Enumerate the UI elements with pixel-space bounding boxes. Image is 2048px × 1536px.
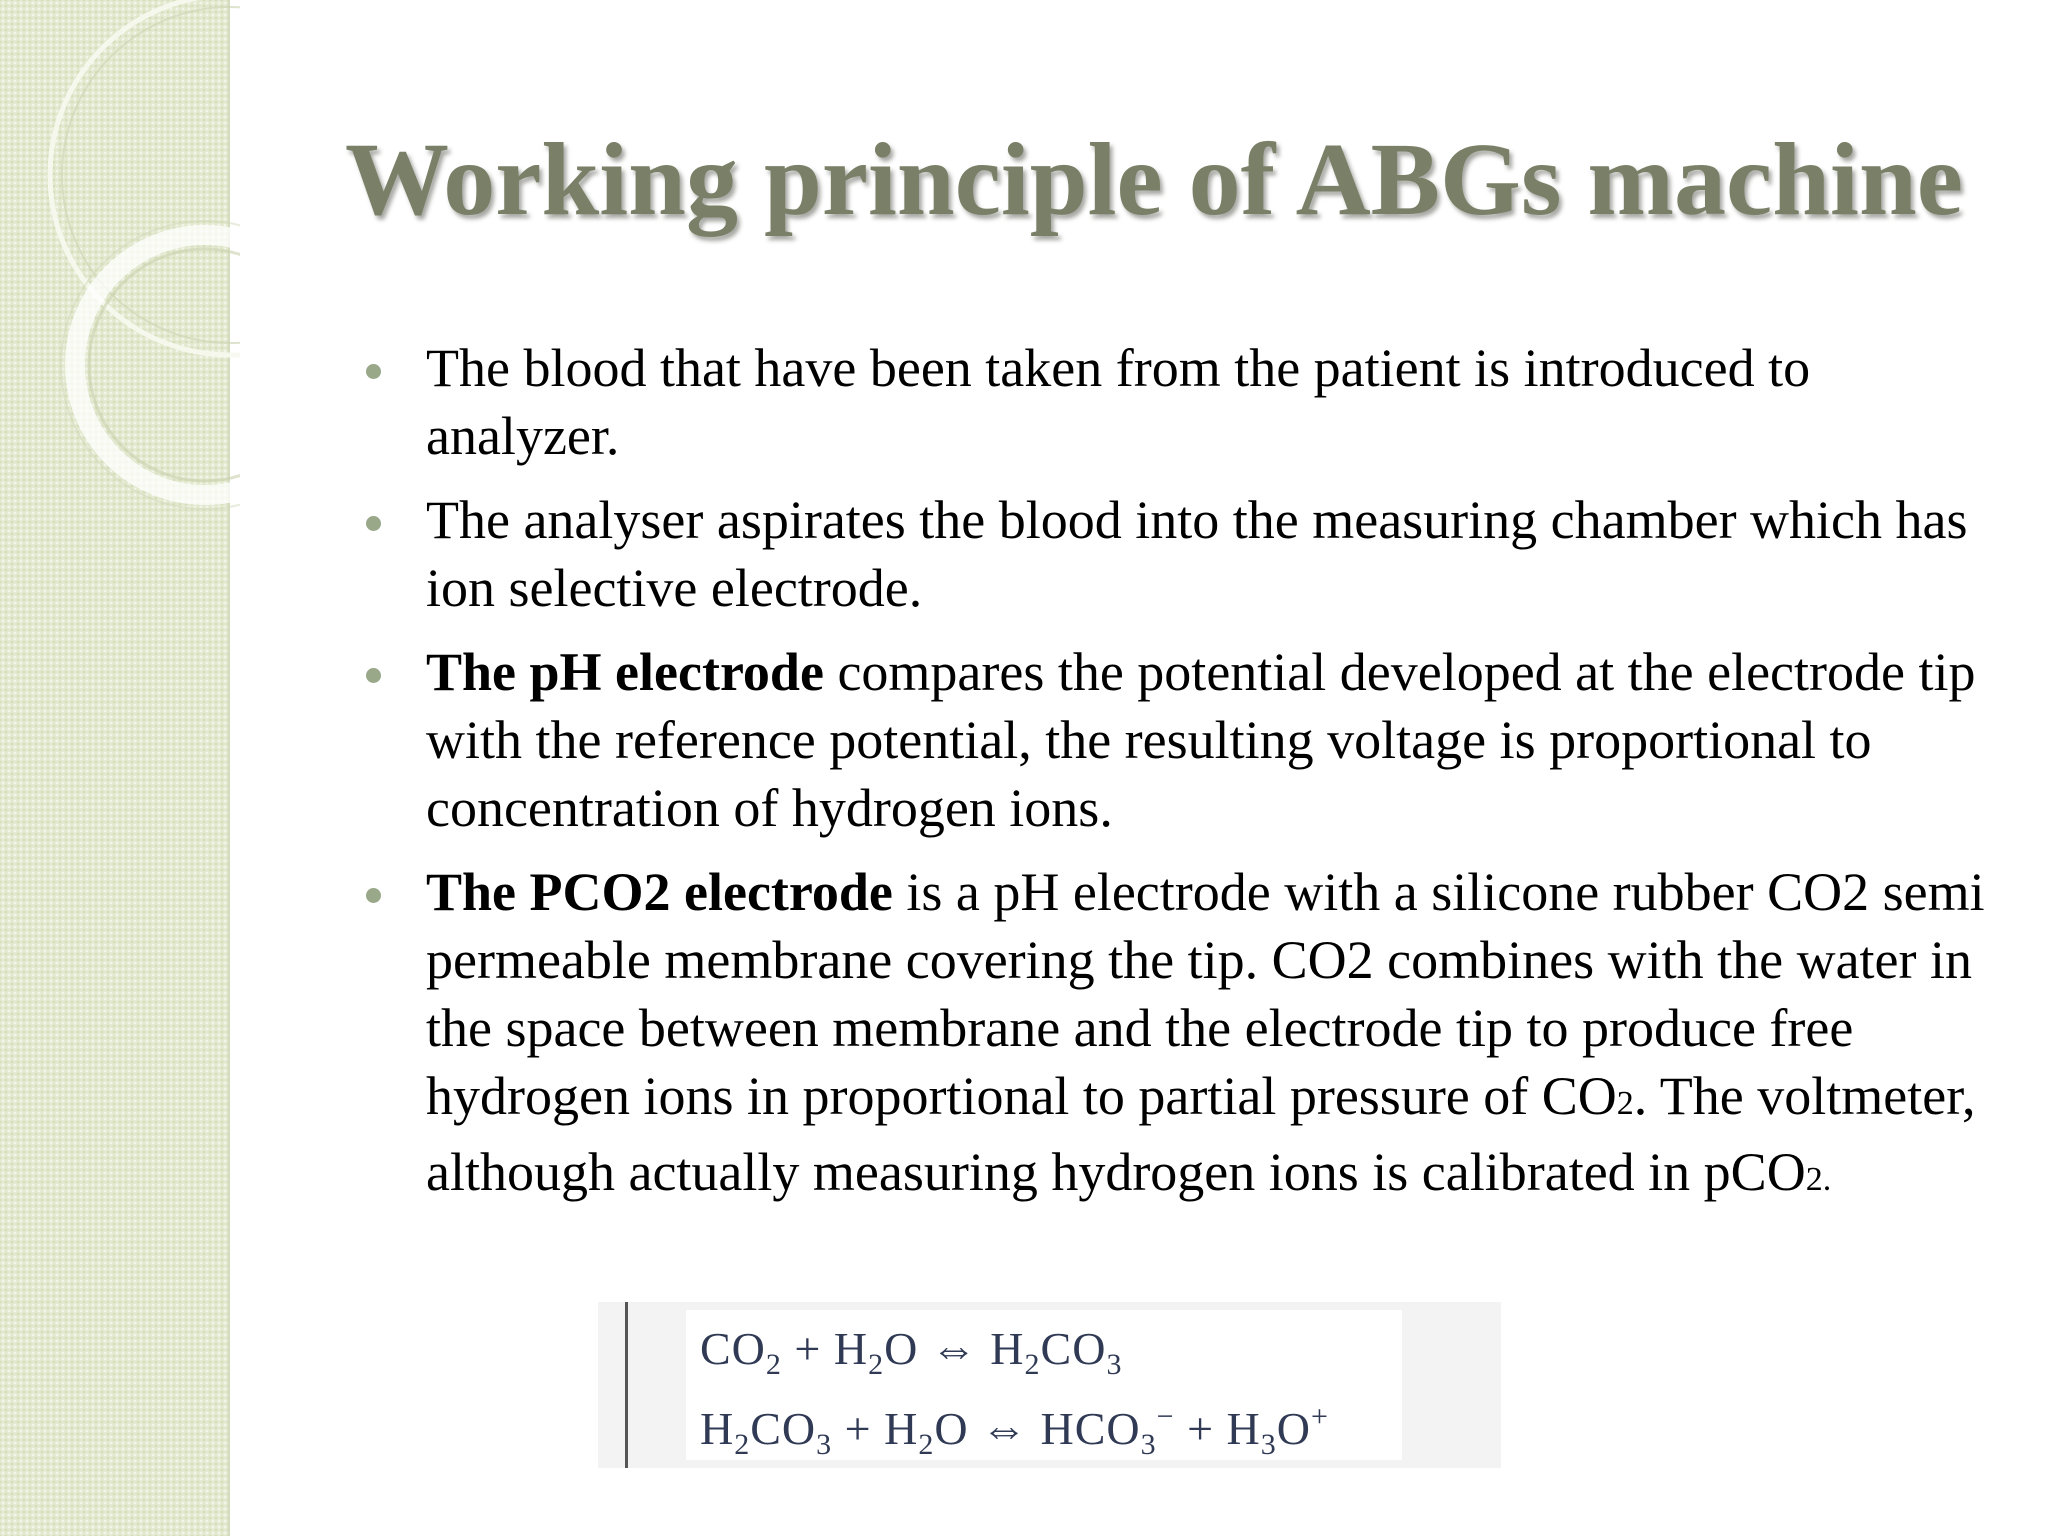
slide-title: Working principle of ABGs machine (345, 122, 1963, 237)
bullet-bold-term: The pH electrode (426, 642, 824, 702)
bullet-item: The pH electrode compares the potential … (360, 638, 2000, 842)
bullet-item: The PCO2 electrode is a pH electrode wit… (360, 858, 2000, 1214)
subscript: 2. (1805, 1161, 1832, 1198)
bullet-text: compares the potential developed at the … (426, 642, 1976, 838)
decorative-side-strip (0, 0, 228, 1536)
bullet-list: The blood that have been taken from the … (360, 334, 2000, 1230)
bullet-item: The blood that have been taken from the … (360, 334, 2000, 470)
equation-panel (686, 1310, 1402, 1460)
equation-line-2: H2CO3 + H2O ⇔ HCO3− + H3O+ (700, 1400, 1329, 1461)
decorative-rings (47, 0, 240, 510)
bullet-bold-term: The PCO2 electrode (426, 862, 893, 922)
bullet-text-continued: . The voltmeter, although actually measu… (426, 1066, 1976, 1202)
bullet-text: The analyser aspirates the blood into th… (426, 490, 1968, 618)
bullet-text: The blood that have been taken from the … (426, 338, 1811, 466)
equation-frame-bar (625, 1302, 628, 1468)
subscript: 2 (1616, 1085, 1634, 1122)
equation-line-1: CO2 + H2O ⇔ H2CO3 (700, 1323, 1123, 1381)
bullet-item: The analyser aspirates the blood into th… (360, 486, 2000, 622)
side-strip-edge (228, 0, 230, 1536)
bullet-text: is a pH electrode with a silicone rubber… (426, 862, 1985, 1126)
